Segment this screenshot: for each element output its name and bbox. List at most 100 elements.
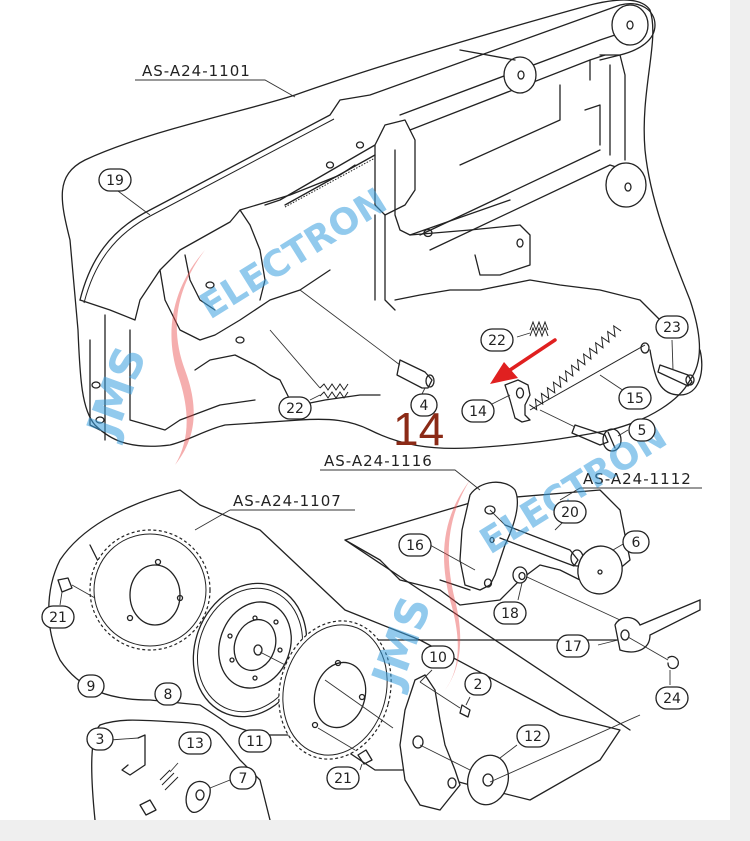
callout-bubble <box>86 727 114 751</box>
spring-part-15 <box>529 324 650 411</box>
callout-label: 12 <box>524 729 542 745</box>
disc-part-6 <box>577 539 631 595</box>
callout-bubble <box>622 530 650 554</box>
nut-part-18 <box>512 566 621 621</box>
frame-part-19 <box>79 3 656 441</box>
callout-bubble <box>556 634 590 658</box>
callout-17: 17 <box>556 634 590 658</box>
parts-diagram: AS-A24-1101 AS-A24-1116 AS-A24-1107 AS-A… <box>41 0 703 820</box>
callout-label: 6 <box>632 535 641 551</box>
callout-label: 22 <box>286 401 304 417</box>
callout-13: 13 <box>178 731 212 755</box>
washer-part-12 <box>466 714 641 806</box>
pin-part-23 <box>649 339 703 396</box>
callout-label: 5 <box>638 423 647 439</box>
callout-label: 24 <box>663 691 681 707</box>
assembly-leaders <box>109 79 702 531</box>
callout-11: 11 <box>238 729 272 753</box>
callout-label: 4 <box>420 398 429 414</box>
callout-21a: 21 <box>41 605 75 629</box>
callout-label: 22 <box>488 333 506 349</box>
assembly-labels: AS-A24-1101 AS-A24-1116 AS-A24-1107 AS-A… <box>142 62 692 510</box>
callout-bubble <box>421 645 455 669</box>
arrow-head <box>490 362 518 384</box>
callout-label: 9 <box>87 679 96 695</box>
callout-label: 7 <box>239 771 248 787</box>
callout-label: 13 <box>186 736 204 752</box>
sprocket-part-9 <box>89 529 211 651</box>
callout-label: 18 <box>501 606 519 622</box>
highlight-arrow <box>490 338 557 384</box>
callout-bubble <box>553 500 587 524</box>
callout-label: 15 <box>626 391 644 407</box>
callout-24: 24 <box>655 686 689 710</box>
upper-assembly-outline <box>61 0 701 450</box>
bracket-part-10 <box>399 669 471 811</box>
watermark-jms-bottom: JMS <box>361 590 441 697</box>
callout-bubble <box>655 686 689 710</box>
right-frame <box>399 4 649 251</box>
callout-bubble <box>98 168 132 192</box>
callout-bubble <box>516 724 550 748</box>
callout-label: 20 <box>561 505 579 521</box>
callout-5: 5 <box>628 418 656 442</box>
callout-2: 2 <box>464 672 492 696</box>
lever-part-16 <box>429 481 519 591</box>
callout-label: 10 <box>429 650 447 666</box>
spring-part-22-right <box>516 320 549 338</box>
washer-part-7 <box>185 779 231 813</box>
callout-14: 14 <box>461 399 495 423</box>
callout-bubble <box>229 766 257 790</box>
screw-part-21-left <box>57 577 96 606</box>
callout-label: 2 <box>474 677 483 693</box>
callout-8: 8 <box>154 682 182 706</box>
assembly-label-1112: AS-A24-1112 <box>583 470 692 488</box>
screw-part-4 <box>299 289 435 399</box>
arrow-shaft <box>508 338 557 372</box>
center-bracket <box>264 119 661 321</box>
callout-bubble <box>410 393 438 417</box>
callout-bubble <box>41 605 75 629</box>
callout-bubble <box>278 396 312 420</box>
callout-bubble <box>655 315 689 339</box>
callout-22b: 22 <box>480 328 514 352</box>
disc-part-8 <box>192 582 308 718</box>
callout-bubble <box>618 386 652 410</box>
screw-part-unlabeled-bottom <box>139 799 157 816</box>
pin-part-5 <box>539 409 629 452</box>
callout-19: 19 <box>98 168 132 192</box>
callout-20: 20 <box>553 500 587 524</box>
callout-15: 15 <box>618 386 652 410</box>
lower-right-assembly-outline <box>344 489 631 731</box>
callout-7: 7 <box>229 766 257 790</box>
callout-bubble <box>493 601 527 625</box>
callout-bubble <box>464 672 492 696</box>
callout-label: 19 <box>106 173 124 189</box>
lever-part-14 <box>489 379 531 423</box>
callout-3: 3 <box>86 727 114 751</box>
callout-label: 8 <box>164 687 173 703</box>
pin-part-2 <box>419 681 471 718</box>
spring-part-22-left <box>269 329 349 401</box>
callout-23: 23 <box>655 315 689 339</box>
assembly-label-1101: AS-A24-1101 <box>142 62 251 80</box>
callout-bubble <box>628 418 656 442</box>
callout-bubble <box>461 399 495 423</box>
callout-label: 11 <box>246 734 264 750</box>
assembly-label-1107: AS-A24-1107 <box>233 492 342 510</box>
callout-bubble <box>480 328 514 352</box>
callout-label: 21 <box>334 771 352 787</box>
assembly-label-1116: AS-A24-1116 <box>324 452 433 470</box>
callout-18: 18 <box>493 601 527 625</box>
spring-part-3 <box>109 734 146 776</box>
callout-4: 4 <box>410 393 438 417</box>
screw-part-13 <box>159 762 179 791</box>
callout-bubble <box>154 682 182 706</box>
clip-part-24 <box>667 655 679 685</box>
callout-label: 17 <box>564 639 582 655</box>
callout-label: 14 <box>469 404 487 420</box>
callout-label: 21 <box>49 610 67 626</box>
callout-21b: 21 <box>326 766 360 790</box>
callout-bubble <box>238 729 272 753</box>
sprocket-part-11 <box>278 620 394 760</box>
